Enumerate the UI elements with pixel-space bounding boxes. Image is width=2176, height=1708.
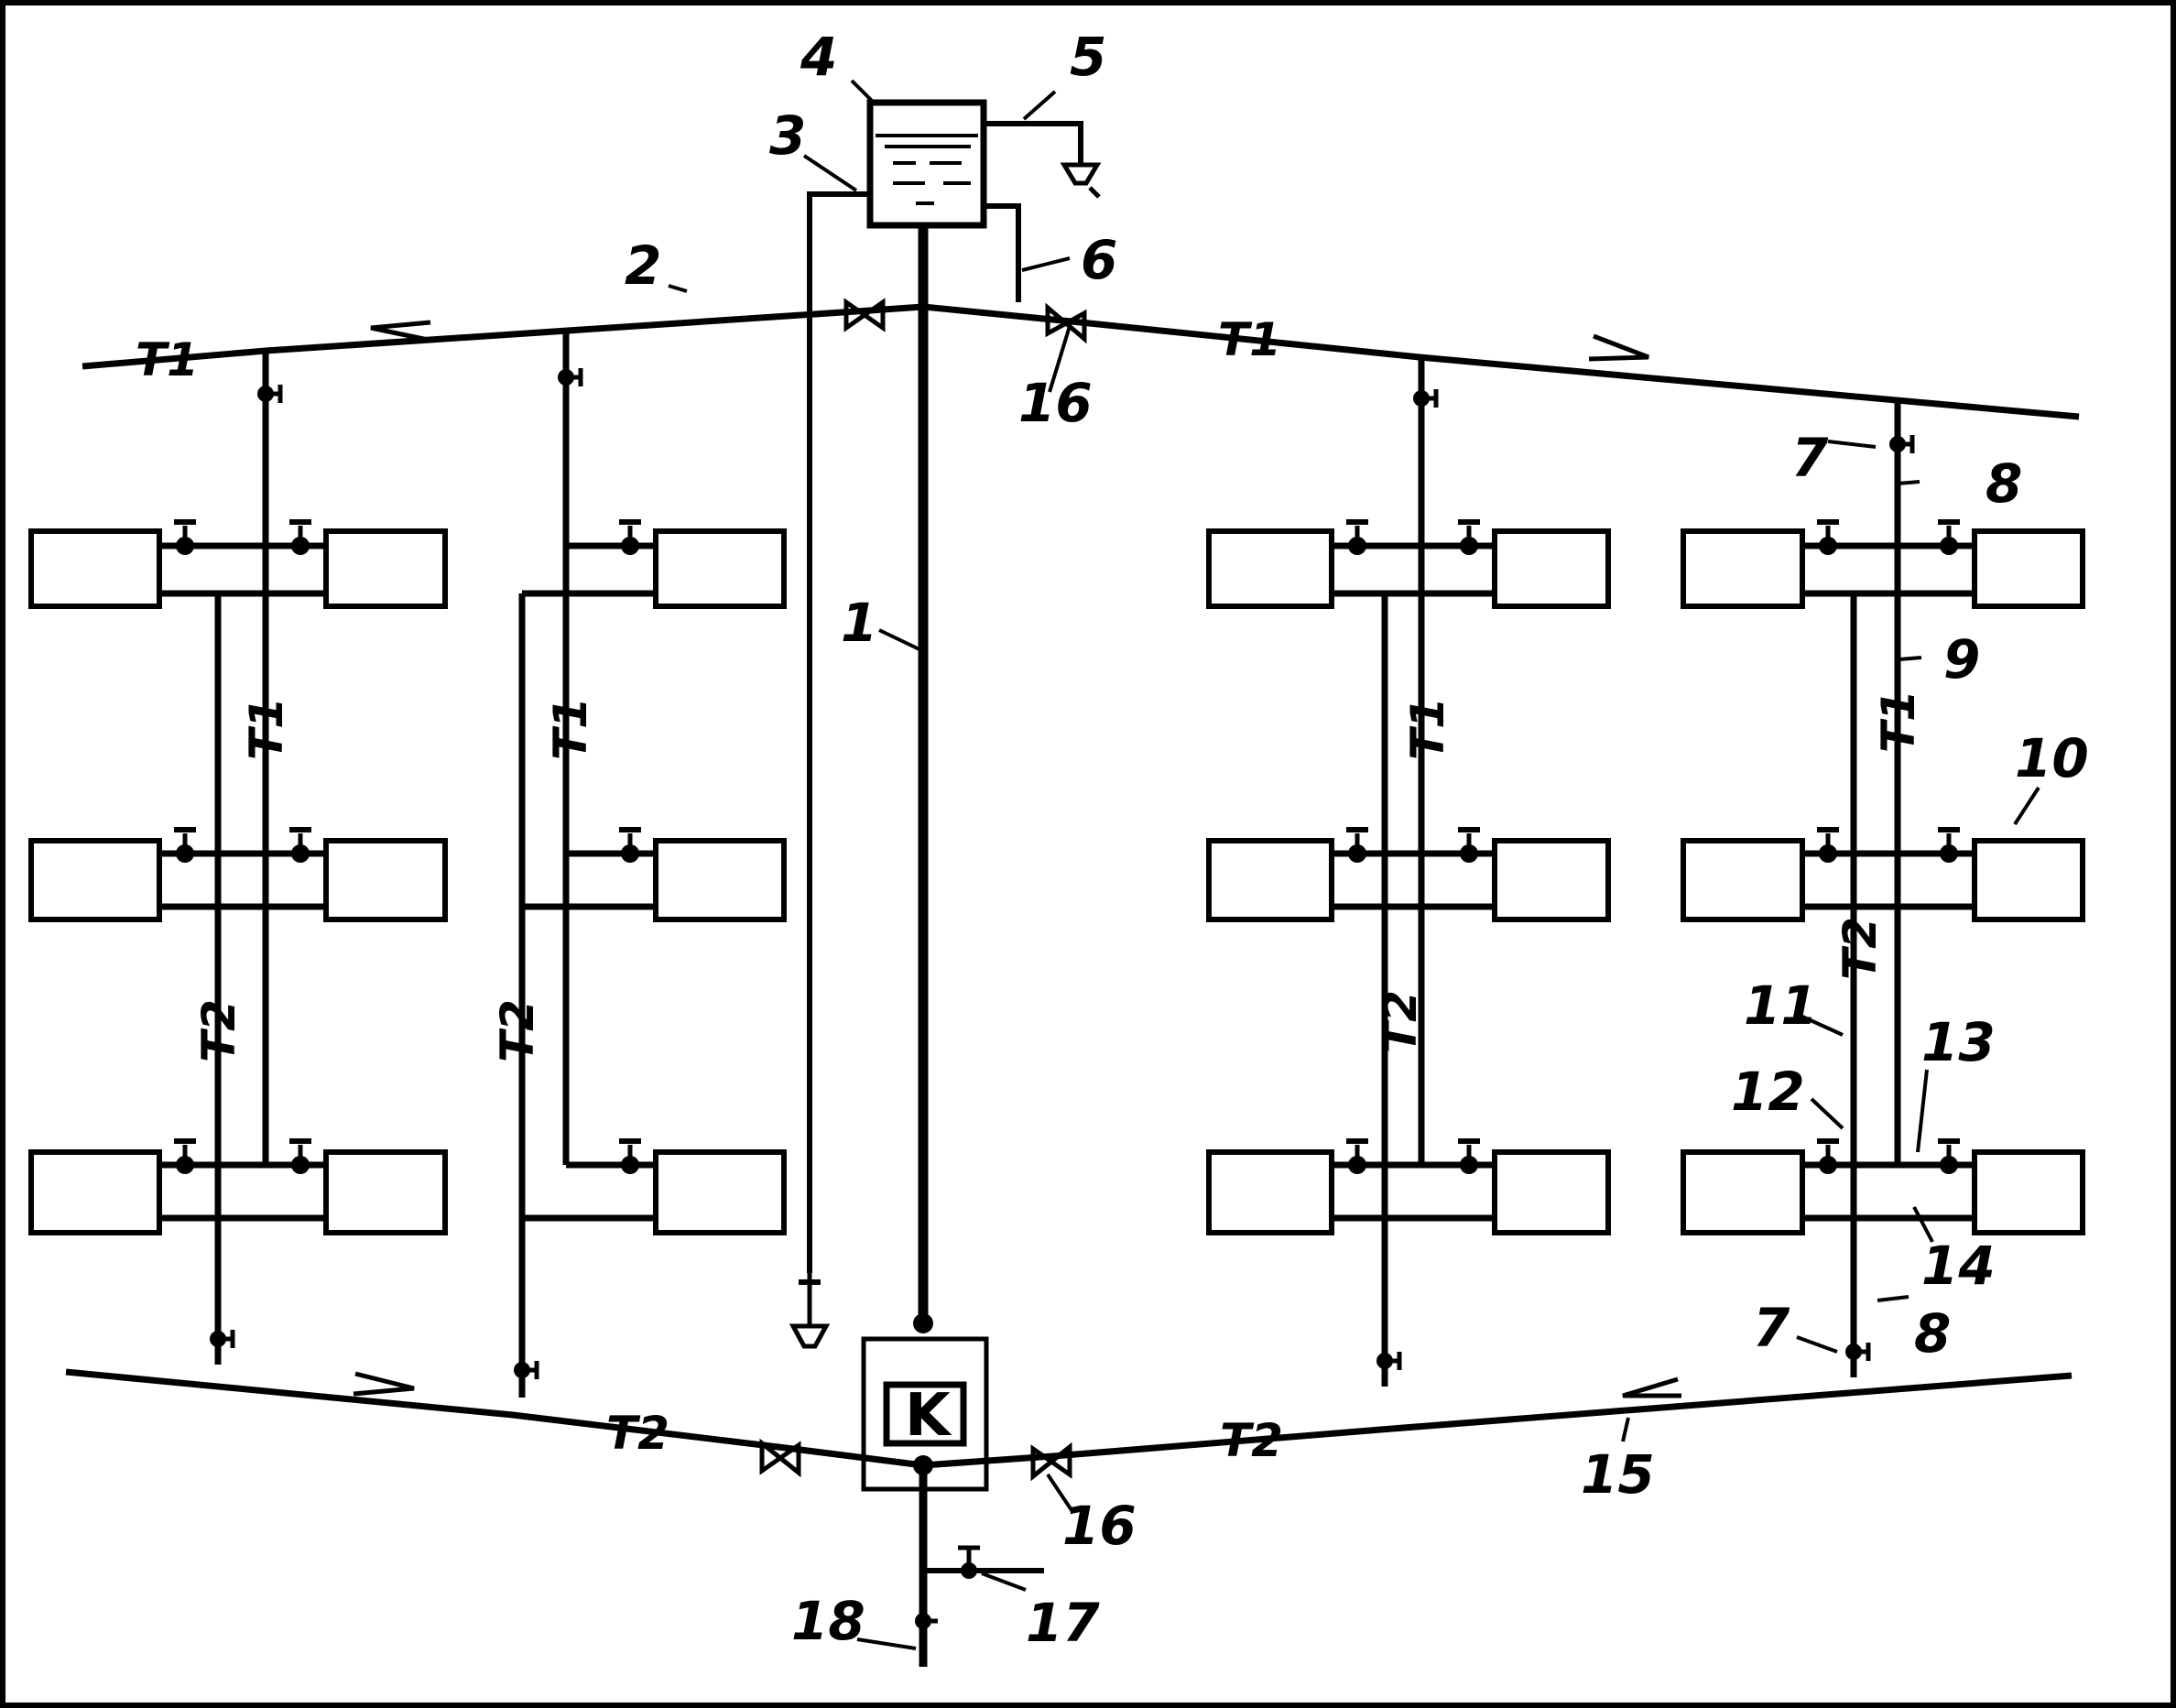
callout-18: 18 bbox=[791, 1590, 865, 1652]
supply-label: T1 bbox=[1872, 690, 1925, 753]
radiator bbox=[28, 838, 162, 922]
callout-numbers: 4 5 3 2 6 16 1 7 8 9 10 11 12 13 14 7 8 … bbox=[625, 26, 2089, 1654]
callout-7: 7 bbox=[1753, 1297, 1790, 1359]
supply-label: T1 bbox=[136, 333, 199, 386]
pipe-labels: T1 T1 T1 T1 T1 T1 T2 T2 T2 T2 T2 T2 bbox=[136, 313, 1925, 1467]
callout-9: 9 bbox=[1943, 628, 1980, 691]
return-main-right bbox=[922, 1372, 2073, 1469]
flow-arrow-supply-right bbox=[1588, 333, 1649, 362]
callout-7: 7 bbox=[1791, 427, 1829, 489]
gate-valve-icon bbox=[759, 1438, 801, 1478]
return-label: T2 bbox=[192, 999, 245, 1062]
return-label: T2 bbox=[491, 999, 544, 1062]
return-label: T2 bbox=[1220, 1414, 1283, 1467]
radiator bbox=[653, 1149, 787, 1235]
radiator bbox=[653, 838, 787, 922]
radiator bbox=[323, 528, 448, 609]
signal-pipe bbox=[807, 191, 870, 1273]
flow-arrow-return-right bbox=[1622, 1376, 1681, 1398]
radiator bbox=[1972, 838, 2085, 922]
return-label: T2 bbox=[1374, 990, 1427, 1053]
callout-11: 11 bbox=[1744, 974, 1818, 1037]
callout-8: 8 bbox=[1914, 1302, 1951, 1365]
callout-10: 10 bbox=[2015, 727, 2089, 789]
expansion-tank bbox=[866, 99, 987, 229]
radiator bbox=[1206, 1149, 1334, 1235]
radiator bbox=[1492, 528, 1611, 609]
risers bbox=[28, 332, 2085, 1398]
radiator bbox=[323, 1149, 448, 1235]
callout-16: 16 bbox=[1018, 372, 1093, 434]
boiler-label: K bbox=[905, 1382, 952, 1450]
supply-label: T1 bbox=[544, 697, 597, 760]
gate-valve-icon bbox=[843, 298, 886, 332]
return-label: T2 bbox=[606, 1407, 669, 1460]
radiator bbox=[28, 528, 162, 609]
radiator bbox=[1492, 838, 1611, 922]
radiator bbox=[653, 528, 787, 609]
radiator bbox=[1972, 1149, 2085, 1235]
callout-4: 4 bbox=[800, 26, 837, 88]
supply-main-right bbox=[922, 303, 2080, 420]
return-main-left bbox=[65, 1368, 924, 1469]
supply-label: T1 bbox=[1218, 313, 1281, 366]
riser-connection-dot bbox=[913, 1313, 933, 1333]
return-label: T2 bbox=[1833, 917, 1887, 980]
supply-label: T1 bbox=[240, 697, 293, 760]
gate-valve-icon bbox=[1030, 1441, 1072, 1482]
callout-3: 3 bbox=[769, 104, 806, 167]
callout-14: 14 bbox=[1921, 1235, 1996, 1297]
callout-17: 17 bbox=[1026, 1592, 1100, 1654]
radiator bbox=[1681, 1149, 1805, 1235]
boiler-box bbox=[883, 1381, 967, 1447]
radiator bbox=[323, 838, 448, 922]
supply-main-left bbox=[82, 303, 924, 370]
callouts bbox=[668, 79, 2040, 1650]
radiator bbox=[1681, 528, 1805, 609]
callout-12: 12 bbox=[1731, 1061, 1805, 1123]
radiator bbox=[1206, 838, 1334, 922]
funnel-icon bbox=[1060, 162, 1102, 199]
radiator bbox=[28, 1149, 162, 1235]
callout-13: 13 bbox=[1921, 1011, 1996, 1073]
callout-16: 16 bbox=[1062, 1495, 1137, 1557]
overflow-pipe bbox=[984, 121, 1083, 165]
callout-6: 6 bbox=[1081, 229, 1117, 291]
callout-2: 2 bbox=[625, 234, 661, 297]
gate-valve-icon bbox=[1045, 302, 1087, 344]
callout-5: 5 bbox=[1070, 26, 1106, 88]
callout-8: 8 bbox=[1986, 452, 2022, 515]
supply-label: T1 bbox=[1401, 697, 1454, 760]
flow-arrow-supply-left bbox=[370, 320, 433, 343]
callout-1: 1 bbox=[841, 592, 877, 654]
radiator bbox=[1972, 528, 2085, 609]
callout-15: 15 bbox=[1581, 1443, 1655, 1506]
radiator bbox=[1492, 1149, 1611, 1235]
flow-arrow-return-left bbox=[353, 1371, 415, 1397]
radiator bbox=[1681, 838, 1805, 922]
circulation-pipe bbox=[984, 203, 1021, 302]
radiator bbox=[1206, 528, 1334, 609]
